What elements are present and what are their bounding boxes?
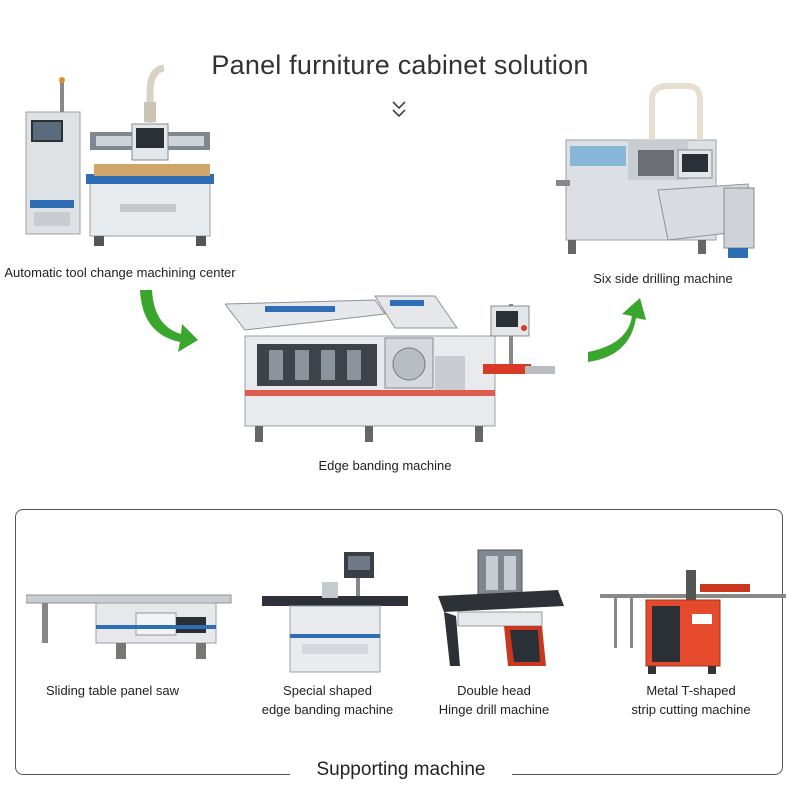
machine-label-edge-banding: Edge banding machine (318, 458, 452, 473)
green-curved-arrow-icon (588, 298, 646, 362)
label-line1: Special shaped (283, 683, 372, 698)
label-line1: Metal T-shaped (646, 683, 736, 698)
label-line2: strip cutting machine (631, 702, 751, 717)
page-title: Panel furniture cabinet solution (211, 50, 589, 80)
special-shaped-edge-banding-image (262, 552, 408, 673)
label-line1: Double head (457, 683, 531, 698)
machine-label-special-shaped-edge-banding: Special shaped edge banding machine (245, 681, 410, 719)
machine-label-cnc: Automatic tool change machining center (4, 265, 236, 280)
sliding-table-saw-image (26, 594, 232, 659)
green-curved-arrow-icon (140, 290, 198, 352)
cnc-machining-center-image (25, 64, 214, 246)
label-line2: edge banding machine (261, 702, 394, 717)
six-side-drilling-machine-image (556, 83, 755, 258)
supporting-machines-title: Supporting machine (290, 756, 512, 784)
machine-label-six-side-drilling: Six side drilling machine (593, 271, 733, 286)
metal-t-strip-cutting-image (600, 570, 786, 674)
double-head-hinge-drill-image (438, 549, 564, 666)
machine-label-metal-t-strip-cutting: Metal T-shaped strip cutting machine (612, 681, 770, 719)
edge-banding-machine-image (225, 295, 555, 442)
machine-label-sliding-table-saw: Sliding table panel saw (46, 683, 179, 698)
machine-label-double-head-hinge-drill: Double head Hinge drill machine (420, 681, 568, 719)
label-line2: Hinge drill machine (438, 702, 550, 717)
double-chevron-down-icon (392, 101, 406, 118)
